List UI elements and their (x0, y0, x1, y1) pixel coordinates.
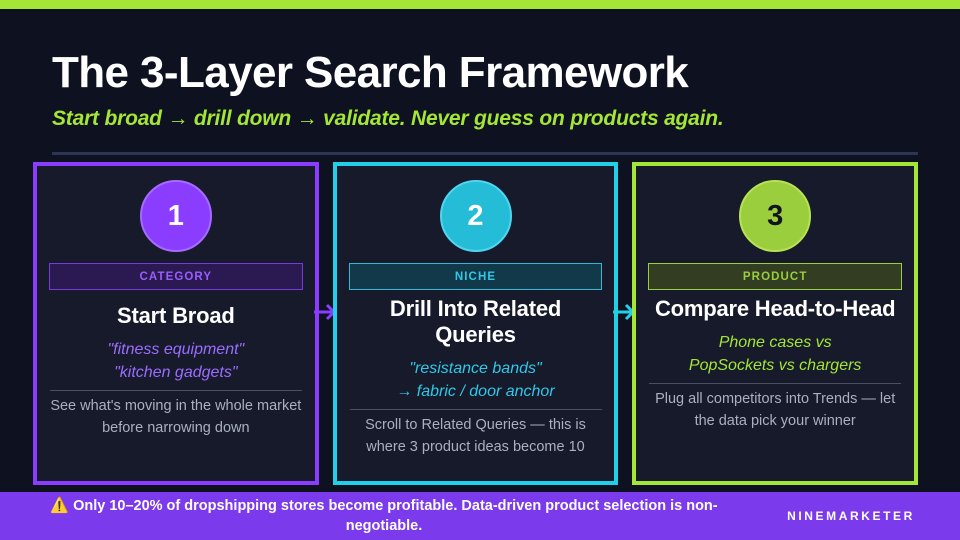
footer-note: ⚠️Only 10–20% of dropshipping stores bec… (0, 496, 750, 535)
card-example-line: → fabric / door anchor (396, 382, 555, 400)
card-title-2: Drill Into Related Queries (389, 296, 562, 347)
card-example-3: Phone cases vs PopSockets vs chargers (689, 332, 862, 377)
header: The 3-Layer Search Framework Start broad… (52, 48, 922, 131)
card-description-wrap-2: Scroll to Related Queries — this is wher… (349, 409, 602, 457)
top-accent-bar (0, 0, 960, 9)
footer-bar: ⚠️Only 10–20% of dropshipping stores bec… (0, 492, 960, 540)
step-number-badge-2: 2 (439, 180, 512, 252)
card-title-1: Start Broad (117, 303, 235, 328)
card-example-1: "fitness equipment" "kitchen gadgets" (107, 339, 244, 384)
connector-2 (613, 162, 636, 485)
footer-note-text: Only 10–20% of dropshipping stores becom… (73, 498, 718, 534)
page-title: The 3-Layer Search Framework (52, 48, 689, 97)
warning-icon: ⚠️ (50, 497, 70, 515)
card-example-line: "kitchen gadgets" (114, 363, 238, 381)
card-title-3: Compare Head-to-Head (654, 296, 896, 321)
step-number-badge-3: 3 (739, 180, 812, 252)
card-example-line: "resistance bands" (409, 359, 542, 377)
card-category-badge-2: NICHE (348, 263, 603, 290)
page-subtitle: Start broad → drill down → validate. Nev… (52, 107, 724, 131)
brand-logo: NINEMARKETER (787, 509, 915, 523)
card-example-line: Phone cases vs (718, 333, 832, 351)
connector-1 (313, 162, 336, 485)
framework-cards: 1 CATEGORY Start Broad "fitness equipmen… (33, 162, 919, 485)
card-description-2: Scroll to Related Queries — this is wher… (365, 417, 586, 455)
card-category-badge-3: PRODUCT (648, 263, 903, 290)
card-description-1: See what's moving in the whole market be… (50, 398, 302, 436)
card-example-line: "fitness equipment" (107, 340, 245, 358)
step-number-badge-1: 1 (139, 180, 212, 252)
card-description-3: Plug all competitors into Trends — let t… (655, 391, 896, 429)
card-example-line: PopSockets vs chargers (688, 356, 862, 374)
header-divider (52, 152, 918, 155)
framework-card-3[interactable]: 3 PRODUCT Compare Head-to-Head Phone cas… (632, 162, 919, 485)
card-description-wrap-1: See what's moving in the whole market be… (49, 390, 302, 438)
card-example-2: "resistance bands" → fabric / door ancho… (396, 358, 554, 403)
framework-card-1[interactable]: 1 CATEGORY Start Broad "fitness equipmen… (33, 162, 319, 485)
card-description-wrap-3: Plug all competitors into Trends — let t… (649, 383, 902, 431)
framework-card-2[interactable]: 2 NICHE Drill Into Related Queries "resi… (332, 162, 619, 485)
card-category-badge-1: CATEGORY (49, 263, 303, 290)
